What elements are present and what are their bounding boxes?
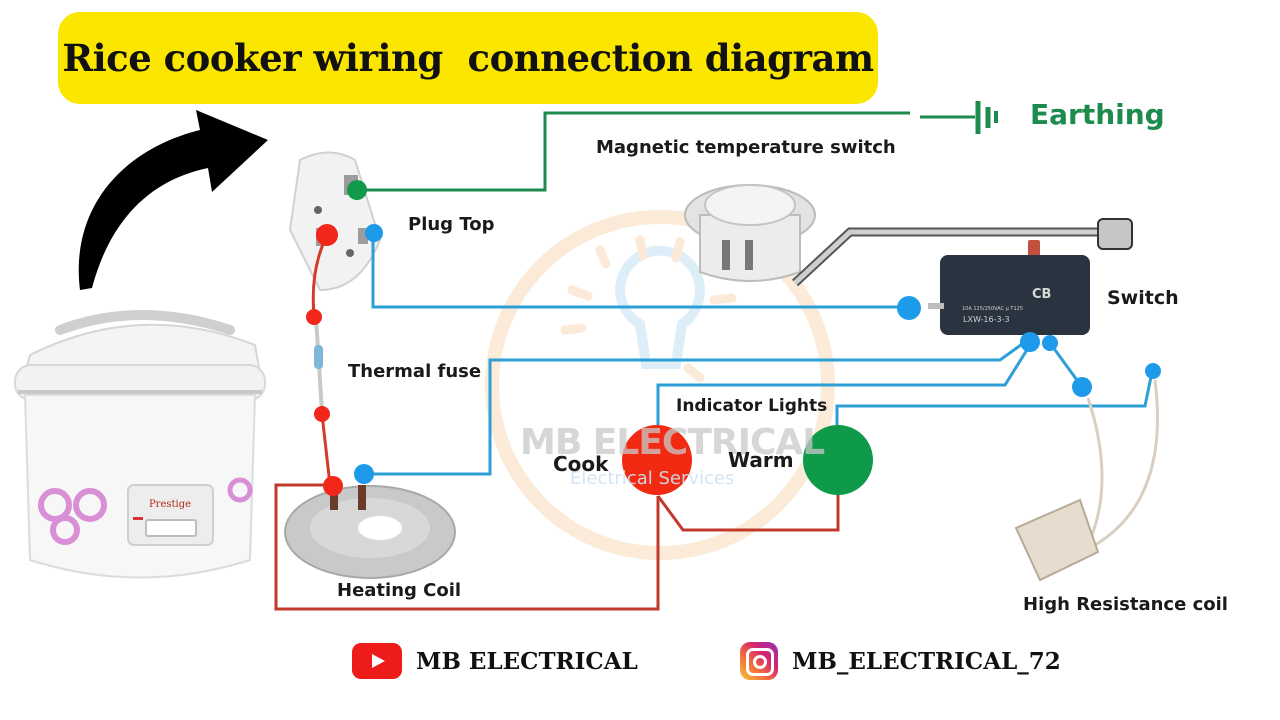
arrow-icon	[78, 110, 268, 290]
phase-wire-coil-loop	[274, 483, 660, 611]
magnetic-switch-label: Magnetic temperature switch	[596, 137, 896, 158]
terminal-phase-plug	[316, 224, 338, 246]
thermal-fuse-image	[314, 317, 324, 413]
terminal-earth	[347, 180, 367, 200]
neutral-wire-coil-to-switch	[364, 340, 1026, 476]
terminal-coil-neutral	[354, 464, 374, 484]
terminal-coil-phase	[323, 476, 343, 496]
cooker-brand: Prestige	[149, 499, 191, 510]
terminal-switch-bottom-1	[1020, 332, 1040, 352]
indicator-lights-label: Indicator Lights	[676, 396, 828, 416]
neutral-wire-plug-to-switch	[371, 233, 908, 309]
title-banner: Rice cooker wiring connection diagram	[58, 12, 878, 104]
rice-cooker-image: Prestige	[14, 310, 266, 579]
instagram-icon	[740, 642, 778, 680]
warm-label: Warm	[728, 448, 794, 472]
wire-warm-to-resistor	[835, 371, 1154, 425]
high-resistance-coil-label: High Resistance coil	[1023, 594, 1228, 615]
youtube-icon	[352, 643, 402, 679]
cook-label: Cook	[553, 452, 609, 476]
phase-wire-fuse-to-coil	[320, 413, 332, 486]
plug-top-image	[288, 151, 382, 292]
earth-wire	[358, 111, 910, 192]
earth-symbol-icon	[975, 101, 998, 134]
terminal-resistor-2	[1145, 363, 1161, 379]
terminal-switch-bottom-2	[1042, 335, 1058, 351]
earthing-label: Earthing	[1030, 98, 1165, 131]
heating-coil-label: Heating Coil	[337, 580, 462, 601]
switch-rating-mark: 10A 125/250VAC µ T125	[962, 306, 1023, 312]
high-resistance-coil-image	[1014, 379, 1159, 582]
instagram-handle: MB_ELECTRICAL_72	[792, 647, 1061, 675]
terminal-neutral-plug	[365, 224, 383, 242]
lever-end	[1097, 218, 1133, 250]
wire-cook-to-switch	[656, 344, 1032, 425]
youtube-channel: MB ELECTRICAL	[416, 647, 638, 675]
terminal-resistor-1	[1072, 377, 1092, 397]
magnetic-temperature-switch-image	[684, 184, 816, 282]
terminal-fuse-top	[306, 309, 322, 325]
switch-cb-mark: CB	[1032, 287, 1051, 302]
plug-top-label: Plug Top	[408, 214, 495, 235]
terminal-switch-left	[897, 296, 921, 320]
micro-switch-image: CB 10A 125/250VAC µ T125 LXW-16-3-3	[928, 240, 1090, 335]
watermark-subtext: Electrical Services	[570, 468, 735, 489]
warm-indicator-light	[803, 425, 873, 495]
cook-indicator-light	[622, 425, 692, 495]
thermal-fuse-label: Thermal fuse	[348, 361, 482, 382]
heating-coil-image	[284, 485, 456, 579]
terminal-fuse-bottom	[314, 406, 330, 422]
switch-model-mark: LXW-16-3-3	[963, 315, 1010, 324]
page-title: Rice cooker wiring connection diagram	[62, 36, 874, 80]
watermark-text: MB ELECTRICAL	[520, 422, 825, 463]
youtube-credit: MB ELECTRICAL	[352, 643, 638, 679]
switch-label: Switch	[1107, 287, 1179, 309]
instagram-credit: MB_ELECTRICAL_72	[740, 642, 1061, 680]
wire-cook-to-warm	[656, 480, 840, 532]
